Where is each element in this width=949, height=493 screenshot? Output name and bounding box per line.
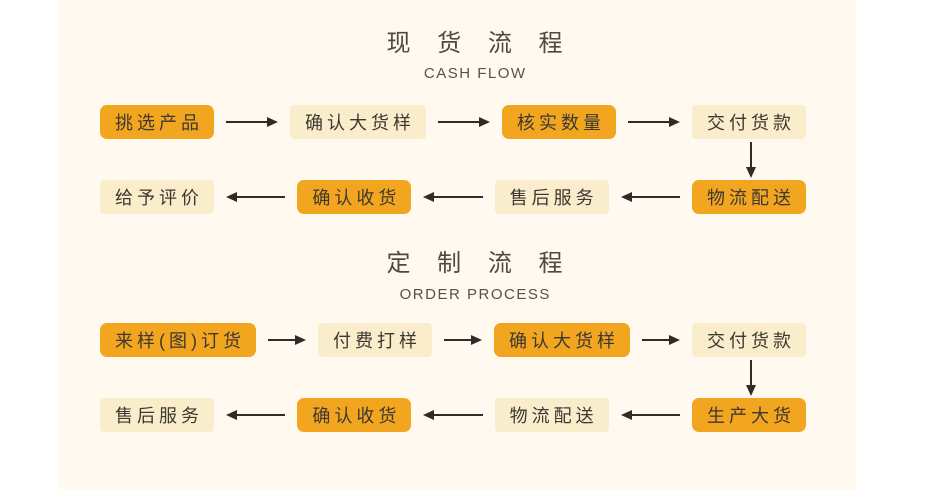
step-label: 售后服务 <box>115 406 203 426</box>
arrow-left-icon <box>620 192 680 202</box>
arrow-down-icon <box>744 142 758 178</box>
step-label: 售后服务 <box>509 188 598 208</box>
step-label: 生产大货 <box>706 406 795 426</box>
step-box: 售后服务 <box>494 180 609 214</box>
section-subtitle-cash-flow: CASH FLOW <box>423 65 527 82</box>
arrow-left-icon <box>423 192 483 202</box>
flow-row-3: 来样(图)订货 付费打样 确认大货样 交付货款 <box>100 323 806 357</box>
step-box: 确认大货样 <box>290 105 426 139</box>
arrow-down-icon <box>744 360 758 396</box>
step-box: 来样(图)订货 <box>100 323 256 357</box>
step-box: 确认收货 <box>297 398 412 432</box>
arrow-right-icon <box>268 335 306 345</box>
step-box: 核实数量 <box>502 105 616 139</box>
section-title-cash-flow: 现 货 流 程 <box>386 30 573 57</box>
step-label: 确认收货 <box>312 406 401 426</box>
step-label: 确认大货样 <box>509 331 619 351</box>
step-box: 物流配送 <box>691 180 806 214</box>
step-box: 挑选产品 <box>100 105 214 139</box>
step-box: 确认收货 <box>297 180 412 214</box>
step-label: 确认大货样 <box>305 113 415 133</box>
step-box: 确认大货样 <box>494 323 630 357</box>
step-label: 交付货款 <box>707 331 795 351</box>
step-box: 交付货款 <box>692 105 806 139</box>
flow-row-2: 给予评价 确认收货 售后服务 物流配送 <box>100 180 806 214</box>
section-subtitle-order-process: ORDER PROCESS <box>399 286 551 303</box>
step-box: 交付货款 <box>692 323 806 357</box>
arrow-right-icon <box>642 335 680 345</box>
step-label: 付费打样 <box>333 331 421 351</box>
step-label: 确认收货 <box>312 188 401 208</box>
arrow-right-icon <box>438 117 490 127</box>
step-box: 付费打样 <box>318 323 432 357</box>
step-label: 挑选产品 <box>115 113 203 133</box>
section-title-order-process: 定 制 流 程 <box>386 250 573 277</box>
step-box: 物流配送 <box>494 398 609 432</box>
step-label: 来样(图)订货 <box>115 331 245 351</box>
arrow-right-icon <box>444 335 482 345</box>
arrow-right-icon <box>628 117 680 127</box>
step-label: 物流配送 <box>706 188 795 208</box>
arrow-left-icon <box>226 192 286 202</box>
step-box: 售后服务 <box>100 398 214 432</box>
flow-row-4: 售后服务 确认收货 物流配送 生产大货 <box>100 398 806 432</box>
arrow-right-icon <box>226 117 278 127</box>
step-box: 给予评价 <box>100 180 214 214</box>
arrow-left-icon <box>226 410 286 420</box>
step-label: 给予评价 <box>115 188 203 208</box>
step-label: 交付货款 <box>707 113 795 133</box>
arrow-left-icon <box>620 410 680 420</box>
step-box: 生产大货 <box>691 398 806 432</box>
step-label: 物流配送 <box>509 406 598 426</box>
flow-row-1: 挑选产品 确认大货样 核实数量 交付货款 <box>100 105 806 139</box>
arrow-left-icon <box>423 410 483 420</box>
step-label: 核实数量 <box>517 113 605 133</box>
